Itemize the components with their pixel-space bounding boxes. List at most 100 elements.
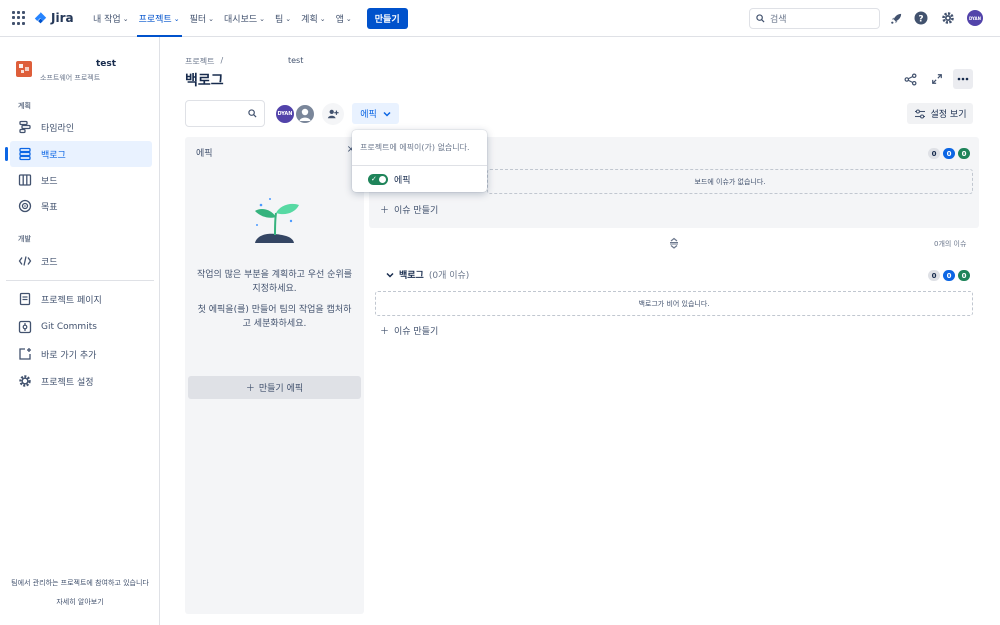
epic-panel-title: 에픽 bbox=[196, 149, 213, 159]
sidebar-item-label: 타임라인 bbox=[41, 123, 75, 134]
nav-plans[interactable]: 계획⌄ bbox=[296, 0, 330, 37]
sidebar-item-board[interactable]: 보드 bbox=[10, 167, 152, 193]
chevron-down-icon: ⌄ bbox=[122, 14, 129, 23]
jira-logo-icon bbox=[34, 11, 47, 23]
backlog-header[interactable]: 백로그 (0개 이슈) bbox=[386, 268, 469, 281]
plus-icon: ＋ bbox=[380, 327, 390, 337]
top-navigation: Jira 내 작업⌄ 프로젝트⌄ 필터⌄ 대시보드⌄ 팀⌄ 계획⌄ 앱⌄ 만들기… bbox=[0, 0, 1000, 37]
check-icon: ✓ bbox=[371, 175, 377, 183]
breadcrumb-projects[interactable]: 프로젝트 bbox=[185, 57, 215, 66]
nav-label: 팀 bbox=[275, 15, 284, 25]
in-progress-count-badge: 0 bbox=[943, 148, 955, 159]
epic-toggle-row[interactable]: ✓ 에픽 bbox=[368, 173, 411, 186]
breadcrumb: 프로젝트 / bbox=[185, 56, 223, 67]
epic-filter-dropdown[interactable]: 에픽 bbox=[352, 103, 399, 124]
learn-more-link[interactable]: 자세히 알아보기 bbox=[56, 598, 104, 606]
plus-icon: ＋ bbox=[245, 384, 255, 394]
backlog-subtitle: (0개 이슈) bbox=[428, 271, 470, 281]
search-icon bbox=[248, 109, 257, 118]
nav-filters[interactable]: 필터⌄ bbox=[185, 0, 219, 37]
in-progress-count-badge: 0 bbox=[943, 270, 955, 281]
sidebar-item-label: 목표 bbox=[41, 202, 58, 213]
board-icon bbox=[18, 174, 32, 186]
code-icon bbox=[18, 256, 32, 266]
backlog-search-input[interactable] bbox=[185, 100, 265, 127]
sidebar-divider bbox=[6, 280, 154, 281]
seedling-illustration bbox=[255, 198, 299, 243]
share-icon[interactable] bbox=[900, 69, 920, 89]
create-epic-button[interactable]: ＋ 만들기 에픽 bbox=[188, 376, 361, 399]
sidebar-footer-text: 팀에서 관리하는 프로젝트에 참여하고 있습니다 bbox=[11, 579, 149, 587]
backlog-empty-dropzone: 백로그가 비어 있습니다. bbox=[375, 291, 973, 316]
app-switcher-icon[interactable] bbox=[12, 11, 26, 25]
jira-logo[interactable]: Jira bbox=[34, 10, 74, 26]
todo-count-badge: 0 bbox=[928, 148, 940, 159]
search-icon bbox=[756, 14, 765, 23]
profile-avatar[interactable]: DYAN bbox=[967, 10, 983, 26]
sidebar-item-label: Git Commits bbox=[41, 322, 97, 332]
assignee-avatar-filter[interactable]: DYAN bbox=[274, 103, 296, 125]
sidebar-item-add-shortcut[interactable]: 바로 가기 추가 bbox=[10, 341, 152, 367]
chevron-down-icon: ⌄ bbox=[208, 14, 215, 23]
fullscreen-icon[interactable] bbox=[927, 69, 947, 89]
nav-my-work[interactable]: 내 작업⌄ bbox=[88, 0, 134, 37]
create-button[interactable]: 만들기 bbox=[366, 8, 408, 29]
close-icon[interactable]: × bbox=[346, 144, 355, 155]
create-issue-button[interactable]: ＋ 이슈 만들기 bbox=[380, 203, 438, 216]
nav-teams[interactable]: 팀⌄ bbox=[270, 0, 296, 37]
nav-label: 앱 bbox=[335, 15, 344, 25]
epic-filter-label: 에픽 bbox=[360, 110, 377, 120]
toggle-knob bbox=[379, 176, 386, 183]
sidebar-item-git-commits[interactable]: Git Commits bbox=[10, 314, 152, 340]
sidebar-item-project-settings[interactable]: 프로젝트 설정 bbox=[10, 368, 152, 394]
dropdown-divider bbox=[352, 165, 487, 166]
nav-label: 프로젝트 bbox=[138, 15, 172, 25]
sidebar-item-backlog[interactable]: 백로그 bbox=[5, 141, 152, 167]
help-icon[interactable]: ? bbox=[913, 10, 929, 26]
sidebar-item-label: 보드 bbox=[41, 176, 58, 187]
sidebar-item-label: 백로그 bbox=[41, 150, 66, 161]
nav-apps[interactable]: 앱⌄ bbox=[331, 0, 357, 37]
person-icon bbox=[299, 108, 311, 121]
breadcrumb-project[interactable]: test bbox=[288, 56, 304, 65]
backlog-title: 백로그 bbox=[399, 271, 424, 281]
notifications-rocket-icon[interactable] bbox=[888, 10, 904, 26]
unassigned-avatar-filter[interactable] bbox=[294, 103, 316, 125]
add-people-button[interactable] bbox=[322, 103, 344, 125]
goals-icon bbox=[18, 199, 32, 213]
issue-count: 0개의 이슈 bbox=[934, 240, 967, 248]
add-shortcut-icon bbox=[19, 348, 31, 360]
chevron-down-icon: ⌄ bbox=[285, 14, 292, 23]
nav-dashboards[interactable]: 대시보드⌄ bbox=[219, 0, 270, 37]
search-placeholder: 검색 bbox=[770, 15, 787, 25]
section-planning: 계획 bbox=[18, 102, 31, 110]
settings-gear-icon[interactable] bbox=[940, 10, 956, 26]
nav-projects[interactable]: 프로젝트⌄ bbox=[134, 0, 185, 37]
plus-icon: ＋ bbox=[380, 206, 390, 216]
sidebar-item-code[interactable]: 코드 bbox=[10, 248, 152, 274]
epic-panel-description: 작업의 많은 부분을 계획하고 우선 순위를 지정하세요. bbox=[196, 270, 353, 294]
section-development: 개발 bbox=[18, 235, 31, 243]
page-title: 백로그 bbox=[185, 73, 224, 89]
sidebar-item-label: 프로젝트 페이지 bbox=[41, 295, 102, 306]
no-epics-message: 프로젝트에 에픽이(가) 없습니다. bbox=[360, 143, 470, 152]
epic-panel-description-2: 첫 에픽을(를) 만들어 팀의 작업을 캡처하고 세분화하세요. bbox=[197, 305, 352, 329]
epic-panel: 에픽 × 작업의 많은 부분을 계획하고 우선 순위를 지정하세요. 첫 에픽을… bbox=[185, 137, 364, 614]
epic-toggle-switch[interactable]: ✓ bbox=[368, 174, 388, 185]
view-settings-button[interactable]: 설정 보기 bbox=[907, 103, 973, 124]
page-icon bbox=[19, 292, 31, 306]
project-header[interactable]: test 소프트웨어 프로젝트 bbox=[16, 59, 116, 83]
drag-handle-icon[interactable] bbox=[668, 237, 680, 249]
sidebar-item-project-pages[interactable]: 프로젝트 페이지 bbox=[10, 286, 152, 312]
backlog-create-issue-button[interactable]: ＋ 이슈 만들기 bbox=[380, 324, 438, 337]
global-search-input[interactable]: 검색 bbox=[749, 8, 880, 29]
more-actions-button[interactable] bbox=[953, 69, 973, 89]
sidebar-item-label: 바로 가기 추가 bbox=[41, 350, 97, 361]
sidebar-item-goals[interactable]: 목표 bbox=[10, 193, 152, 219]
svg-text:?: ? bbox=[918, 15, 923, 25]
add-person-icon bbox=[327, 109, 339, 119]
nav-label: 내 작업 bbox=[93, 15, 121, 25]
create-epic-label: 만들기 에픽 bbox=[258, 384, 304, 394]
settings-icon bbox=[19, 375, 31, 387]
sidebar-item-timeline[interactable]: 타임라인 bbox=[10, 114, 152, 140]
